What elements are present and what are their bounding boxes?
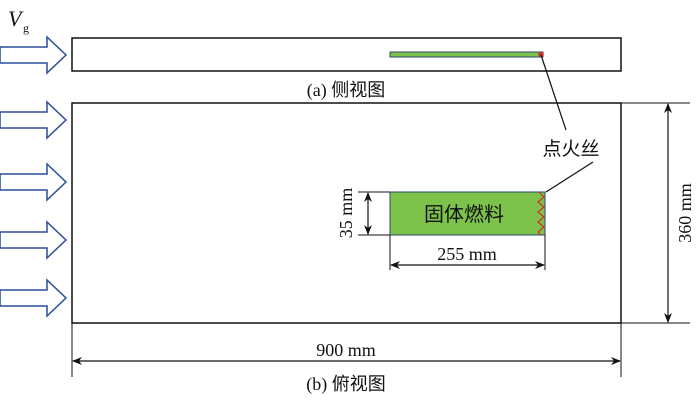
top-view-tunnel: [71, 102, 622, 324]
side-view-fuel: [389, 51, 544, 58]
flow-arrows: [0, 35, 68, 318]
top-view-caption: (b) 俯视图: [306, 374, 386, 395]
flow-arrow-icon: [0, 162, 68, 202]
tunnel-length-label: 900 mm: [316, 340, 376, 360]
flow-arrow-icon: [0, 220, 68, 260]
fuel-length-label: 255 mm: [437, 244, 497, 264]
velocity-subscript: g: [23, 21, 29, 35]
velocity-symbol: V: [8, 6, 24, 31]
flow-arrow-icon: [0, 278, 68, 318]
ignition-wire-zigzag: [537, 191, 545, 236]
ignition-wire-label: 点火丝: [542, 138, 599, 160]
fuel-width-label: 35 mm: [336, 188, 356, 239]
side-view-tunnel: [71, 37, 622, 72]
side-view-ignition-point: [538, 51, 544, 58]
flow-arrow-icon: [0, 35, 68, 75]
top-view-fuel: [389, 191, 546, 236]
tunnel-width-label: 360 mm: [675, 183, 695, 243]
leader-line-side: [540, 54, 567, 131]
leader-line-top: [545, 161, 594, 193]
side-view-caption: (a) 侧视图: [307, 80, 385, 101]
flow-arrow-icon: [0, 100, 68, 140]
solid-fuel-label: 固体燃料: [424, 203, 504, 226]
